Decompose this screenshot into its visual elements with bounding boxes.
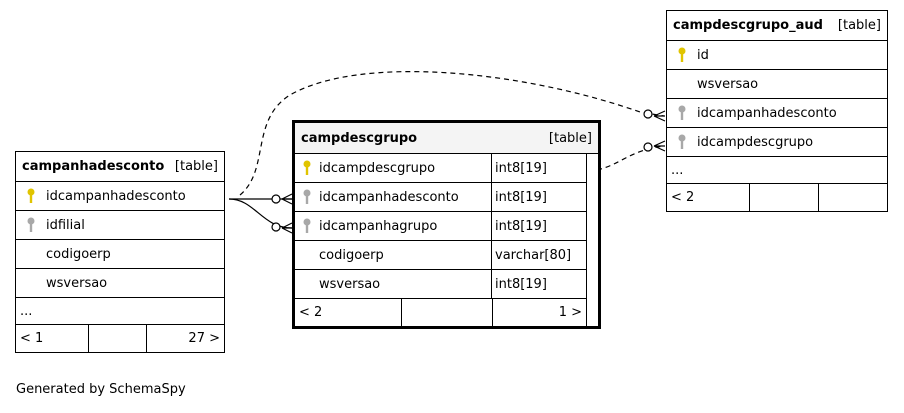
crowsfoot-marker	[271, 193, 293, 205]
table-campdescgrupo-aud[interactable]: campdescgrupo_aud [table] id wsversao id…	[666, 10, 888, 212]
column-row[interactable]: wsversao	[16, 269, 224, 298]
column-name: idcampanhadesconto	[697, 105, 837, 121]
column-row[interactable]: wsversao	[667, 70, 887, 99]
column-type: varchar[80]	[491, 241, 586, 269]
column-row[interactable]: idcampanhadesconto	[667, 99, 887, 128]
column-row[interactable]: id	[667, 41, 887, 70]
relation-line-aud-idcampdescgrupo	[596, 145, 665, 171]
table-kind: [table]	[174, 159, 218, 174]
relation-line-aud-idcampanhadesconto	[239, 71, 665, 196]
column-name: id	[697, 47, 709, 63]
column-list: idcampdescgrupo int8[19] idcampanhadesco…	[295, 154, 587, 326]
foreign-key-icon	[295, 218, 319, 234]
crowsfoot-marker	[643, 140, 666, 152]
column-row[interactable]: idfilial	[16, 211, 224, 240]
column-type: int8[19]	[491, 212, 586, 240]
column-name: wsversao	[697, 76, 759, 92]
children-count[interactable]: < 2	[295, 299, 402, 326]
generated-by-label: Generated by SchemaSpy	[16, 382, 186, 397]
table-name: campdescgrupo_aud	[673, 18, 823, 33]
table-header[interactable]: campdescgrupo [table]	[295, 123, 598, 154]
table-name: campanhadesconto	[22, 159, 165, 174]
column-row[interactable]: wsversao int8[19]	[295, 270, 586, 299]
column-name: wsversao	[46, 275, 108, 291]
more-columns: ...	[16, 298, 224, 325]
column-row[interactable]: idcampdescgrupo	[667, 128, 887, 157]
table-kind: [table]	[837, 18, 881, 33]
table-footer: < 2 1 >	[295, 299, 586, 326]
primary-key-icon	[667, 47, 697, 63]
column-type: int8[19]	[491, 270, 586, 298]
table-name: campdescgrupo	[301, 130, 418, 146]
primary-key-icon	[295, 160, 319, 176]
column-row[interactable]: idcampanhadesconto	[16, 182, 224, 211]
parents-count[interactable]: 27 >	[188, 331, 220, 346]
column-row[interactable]: idcampanhadesconto int8[19]	[295, 183, 586, 212]
table-footer: < 1 27 >	[16, 325, 224, 352]
crowsfoot-marker	[271, 222, 293, 234]
children-count[interactable]: < 2	[667, 184, 750, 211]
primary-key-icon	[16, 188, 46, 204]
column-name: idcampdescgrupo	[697, 134, 814, 150]
column-row[interactable]: idcampanhagrupo int8[19]	[295, 212, 586, 241]
more-columns: ...	[667, 157, 887, 184]
column-row[interactable]: idcampdescgrupo int8[19]	[295, 154, 586, 183]
table-kind: [table]	[548, 130, 592, 146]
column-type: int8[19]	[491, 154, 586, 182]
column-type: int8[19]	[491, 183, 586, 211]
footer-mid	[89, 325, 147, 352]
column-row[interactable]: codigoerp varchar[80]	[295, 241, 586, 270]
parents-count[interactable]: 1 >	[558, 305, 582, 320]
foreign-key-icon	[295, 189, 319, 205]
foreign-key-icon	[667, 105, 697, 121]
footer-mid	[750, 184, 819, 211]
column-name: idcampanhagrupo	[319, 218, 438, 234]
table-campanhadesconto[interactable]: campanhadesconto [table] idcampanhadesco…	[15, 151, 225, 353]
footer-mid	[402, 299, 493, 326]
foreign-key-icon	[16, 217, 46, 233]
column-name: codigoerp	[46, 246, 111, 262]
column-row[interactable]: codigoerp	[16, 240, 224, 269]
foreign-key-icon	[667, 134, 697, 150]
parents-count[interactable]	[819, 184, 887, 211]
column-name: codigoerp	[319, 247, 384, 263]
column-name: wsversao	[319, 276, 381, 292]
table-campdescgrupo[interactable]: campdescgrupo [table] idcampdescgrupo in…	[292, 120, 601, 329]
crowsfoot-marker	[643, 109, 666, 122]
column-name: idfilial	[46, 217, 85, 233]
column-name: idcampanhadesconto	[319, 189, 459, 205]
table-footer: < 2	[667, 184, 887, 211]
children-count[interactable]: < 1	[16, 325, 89, 352]
column-name: idcampanhadesconto	[46, 188, 186, 204]
table-header[interactable]: campdescgrupo_aud [table]	[667, 11, 887, 41]
table-header[interactable]: campanhadesconto [table]	[16, 152, 224, 182]
column-name: idcampdescgrupo	[319, 160, 436, 176]
relation-line-campdescgrupo-idcampanhagrupo	[228, 198, 293, 229]
